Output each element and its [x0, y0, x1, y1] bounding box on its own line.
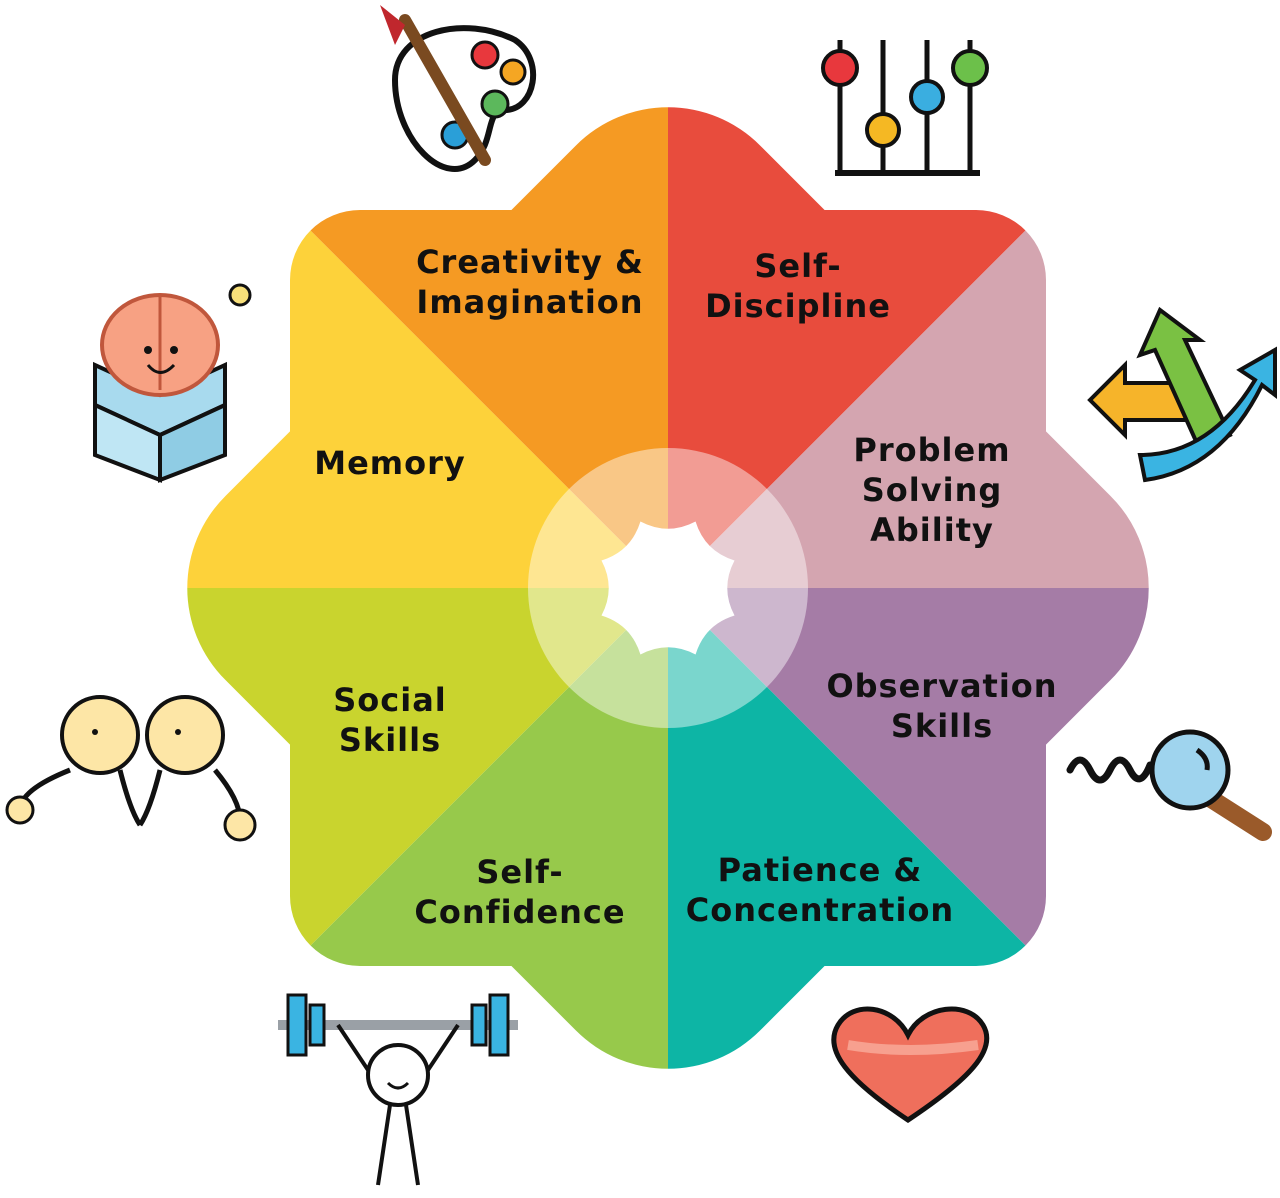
label-self-confidence: Self-Confidence — [414, 852, 625, 932]
label-line: Self- — [754, 247, 842, 285]
label-line: Social — [333, 681, 447, 719]
label-line: Self- — [476, 853, 564, 891]
label-line: Solving — [861, 471, 1003, 509]
label-line: Discipline — [705, 287, 891, 325]
label-memory: Memory — [314, 443, 466, 483]
label-line: Creativity & — [416, 243, 644, 281]
arrows-icon — [1087, 306, 1277, 483]
heart-icon — [831, 1006, 990, 1124]
label-creativity: Creativity &Imagination — [416, 242, 644, 322]
paint-palette-icon — [380, 5, 536, 172]
label-line: Skills — [890, 707, 994, 745]
label-line: Imagination — [416, 283, 644, 321]
label-self-discipline: Self-Discipline — [705, 246, 891, 326]
brain-box-icon — [93, 283, 252, 483]
label-patience: Patience &Concentration — [686, 850, 954, 930]
label-line: Patience & — [717, 851, 923, 889]
abacus-icon — [821, 40, 989, 176]
label-line: Memory — [314, 444, 466, 482]
magnifying-glass-icon — [1066, 729, 1272, 841]
label-line: Problem — [853, 431, 1011, 469]
center-star — [601, 521, 735, 655]
label-line: Confidence — [414, 893, 626, 931]
label-line: Ability — [870, 511, 994, 549]
weightlifter-icon — [278, 993, 518, 1186]
label-line: Observation — [826, 667, 1058, 705]
label-line: Skills — [338, 721, 442, 759]
handshake-people-icon — [5, 695, 257, 842]
label-line: Concentration — [685, 891, 955, 929]
